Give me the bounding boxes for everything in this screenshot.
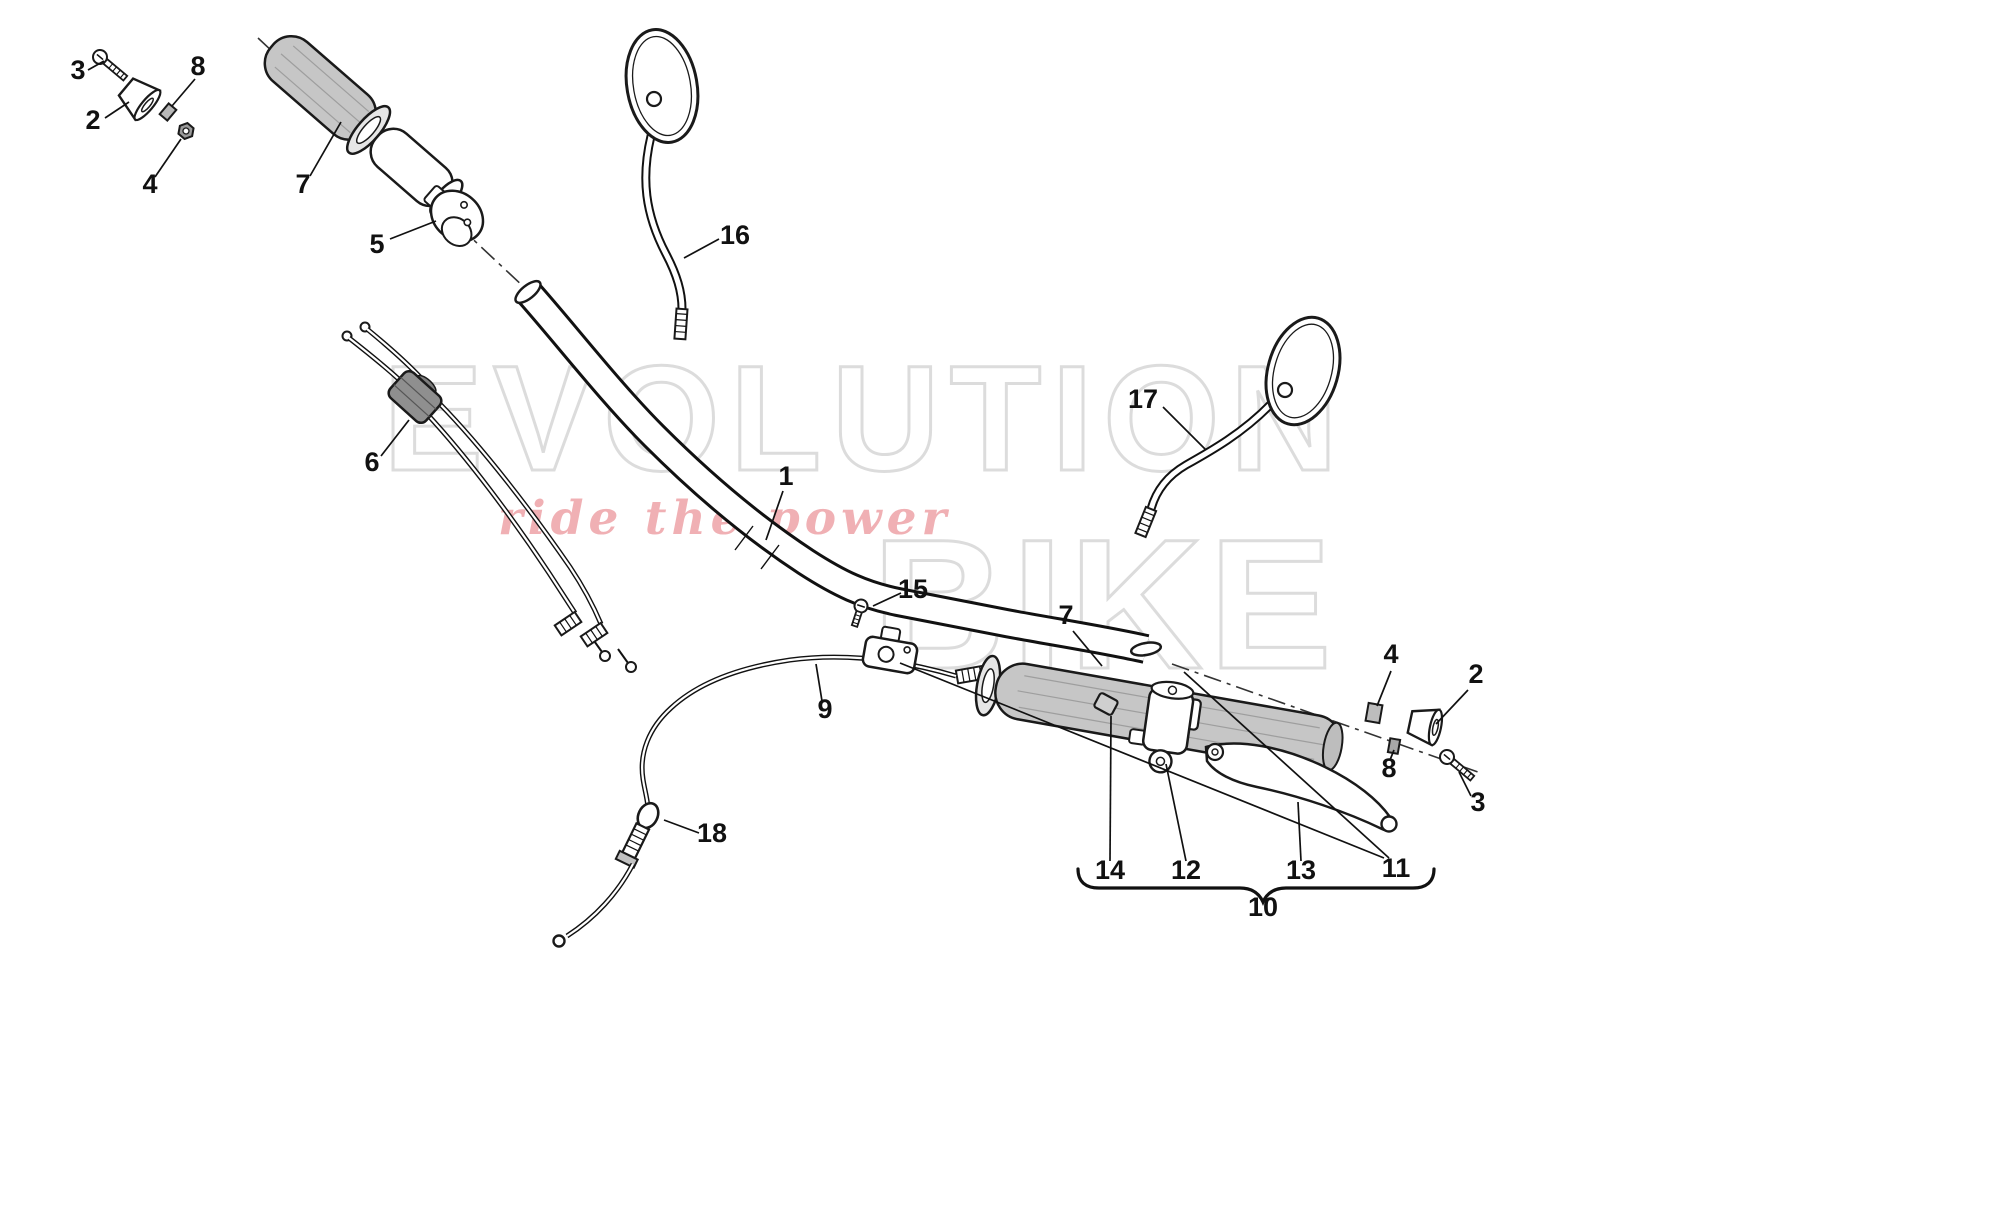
mirror-stem-thread	[1134, 505, 1158, 539]
part-label-4-right: 4	[1383, 639, 1398, 669]
part-label-7-left: 7	[295, 169, 310, 199]
cable-splitter	[387, 369, 443, 425]
part-label-1: 1	[778, 461, 793, 491]
bar-end-spacer-right	[1364, 701, 1384, 725]
part-label-16: 16	[720, 220, 750, 250]
part-label-11: 11	[1382, 853, 1411, 883]
cable-adjuster-end	[553, 610, 583, 637]
bar-end-spacer-left	[158, 102, 178, 122]
part-label-8-right: 8	[1381, 753, 1396, 783]
part-label-18: 18	[697, 818, 727, 848]
part-label-13: 13	[1286, 855, 1316, 885]
bar-end-weight-left	[117, 77, 162, 122]
part-label-9: 9	[817, 694, 832, 724]
assembly-brace	[1076, 867, 1436, 906]
bar-end-weight-right	[1406, 708, 1444, 747]
watermark-brand-top: EVOLUTION	[383, 334, 1348, 502]
cable-adjuster-end	[579, 621, 609, 648]
part-label-2-right: 2	[1468, 659, 1483, 689]
part-label-3-left: 3	[70, 55, 85, 85]
part-label-10: 10	[1248, 892, 1278, 922]
part-label-14: 14	[1095, 855, 1125, 885]
bar-end-nut-left	[177, 121, 195, 141]
perch-pin	[1093, 692, 1119, 716]
mirror-stem-thread	[673, 307, 689, 341]
handlebar	[514, 279, 1163, 664]
left-mirror	[624, 28, 700, 341]
brake-lever	[1204, 742, 1398, 833]
part-label-4-left: 4	[142, 169, 157, 199]
brake-master-cylinder	[1128, 680, 1202, 774]
part-label-7-right: 7	[1058, 600, 1073, 630]
part-label-12: 12	[1171, 855, 1201, 885]
part-labels: 3 8 2 4 7 5 16 6 1 17 15 7 4 2 8 3 9 18 …	[70, 51, 1485, 922]
cable-nipple	[552, 934, 566, 948]
throttle-housing	[423, 185, 485, 247]
mirror-mount-screw	[850, 598, 869, 628]
part-label-8-left: 8	[190, 51, 205, 81]
part-label-6: 6	[364, 447, 379, 477]
cable-adjuster-18	[614, 801, 660, 869]
leader-lines	[87, 60, 1472, 862]
throttle-cables	[341, 321, 637, 673]
bar-end-screw-right	[1439, 749, 1476, 782]
right-mirror	[1134, 315, 1342, 539]
part-label-17: 17	[1128, 384, 1158, 414]
part-label-15: 15	[898, 574, 928, 604]
watermark: EVOLUTION BIKE ride the power	[382, 333, 1348, 710]
part-label-3-right: 3	[1470, 787, 1485, 817]
part-label-2-left: 2	[85, 105, 100, 135]
part-label-5: 5	[369, 229, 384, 259]
